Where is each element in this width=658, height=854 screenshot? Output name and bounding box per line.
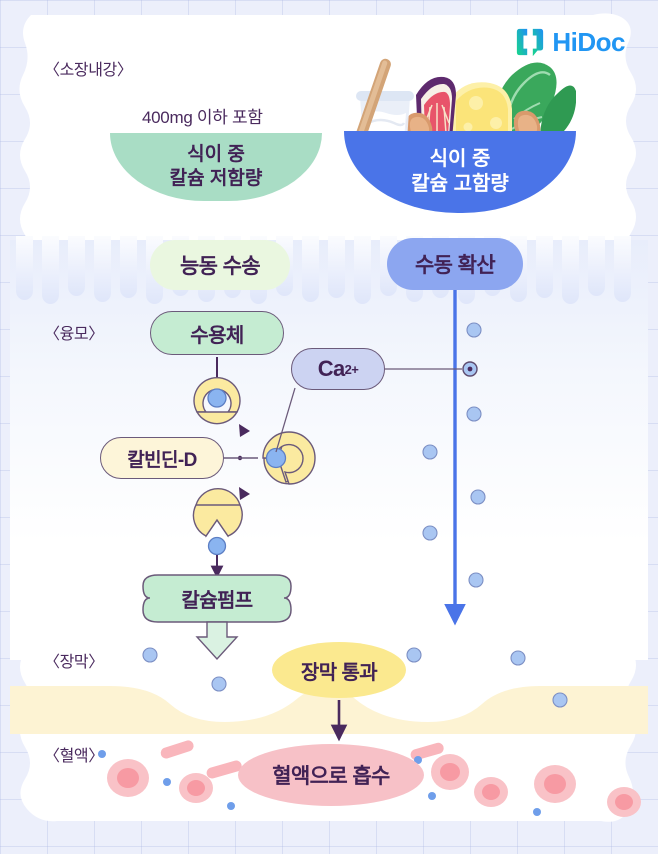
calcium-pump-label: 칼슘펌프	[181, 589, 253, 612]
passive-diffusion-badge: 수동 확산	[387, 238, 523, 290]
region-label-serosa: 〈장막〉	[44, 654, 104, 671]
hidoc-chat-bracket-icon	[517, 28, 544, 57]
receptor-badge: 수용체	[150, 311, 284, 355]
high-calcium-bowl: 식이 중 칼슘 고함량	[344, 131, 576, 213]
blood-cells-layer	[98, 740, 641, 817]
calcium-dot-small	[98, 750, 541, 816]
low-bowl-line2: 칼슘 저함량	[169, 168, 263, 189]
blood-absorb-badge: 혈액으로 흡수	[238, 744, 424, 806]
plasma-rod	[160, 740, 444, 779]
cheese-icon	[450, 82, 512, 139]
high-bowl-line2: 칼슘 고함량	[411, 173, 509, 195]
calcium-symbol: Ca	[317, 356, 346, 381]
serosa-band	[10, 686, 648, 734]
villi-layer	[16, 236, 631, 304]
brand-logo: HiDoc	[515, 27, 625, 57]
active-transport-badge: 능동 수송	[150, 240, 290, 290]
high-bowl-line1: 식이 중	[429, 148, 491, 171]
region-label-villi: 〈융모〉	[44, 326, 104, 343]
serosa-pass-badge: 장막 통과	[272, 642, 406, 698]
region-label-lumen: 〈소장내강〉	[44, 62, 133, 79]
region-label-blood: 〈혈액〉	[44, 748, 104, 765]
low-bowl-line1: 식이 중	[187, 144, 245, 166]
food-illustration	[356, 58, 576, 141]
brand-logo-text: HiDoc	[552, 27, 625, 57]
intake-note: 400mg 이하 포함	[142, 108, 263, 127]
wooden-spoon-icon	[356, 58, 391, 139]
calbindin-badge: 칼빈딘-D	[100, 437, 224, 479]
low-calcium-bowl: 식이 중 칼슘 저함량	[110, 133, 322, 201]
calcium-charge: 2+	[344, 361, 359, 377]
red-blood-cell	[107, 754, 641, 817]
